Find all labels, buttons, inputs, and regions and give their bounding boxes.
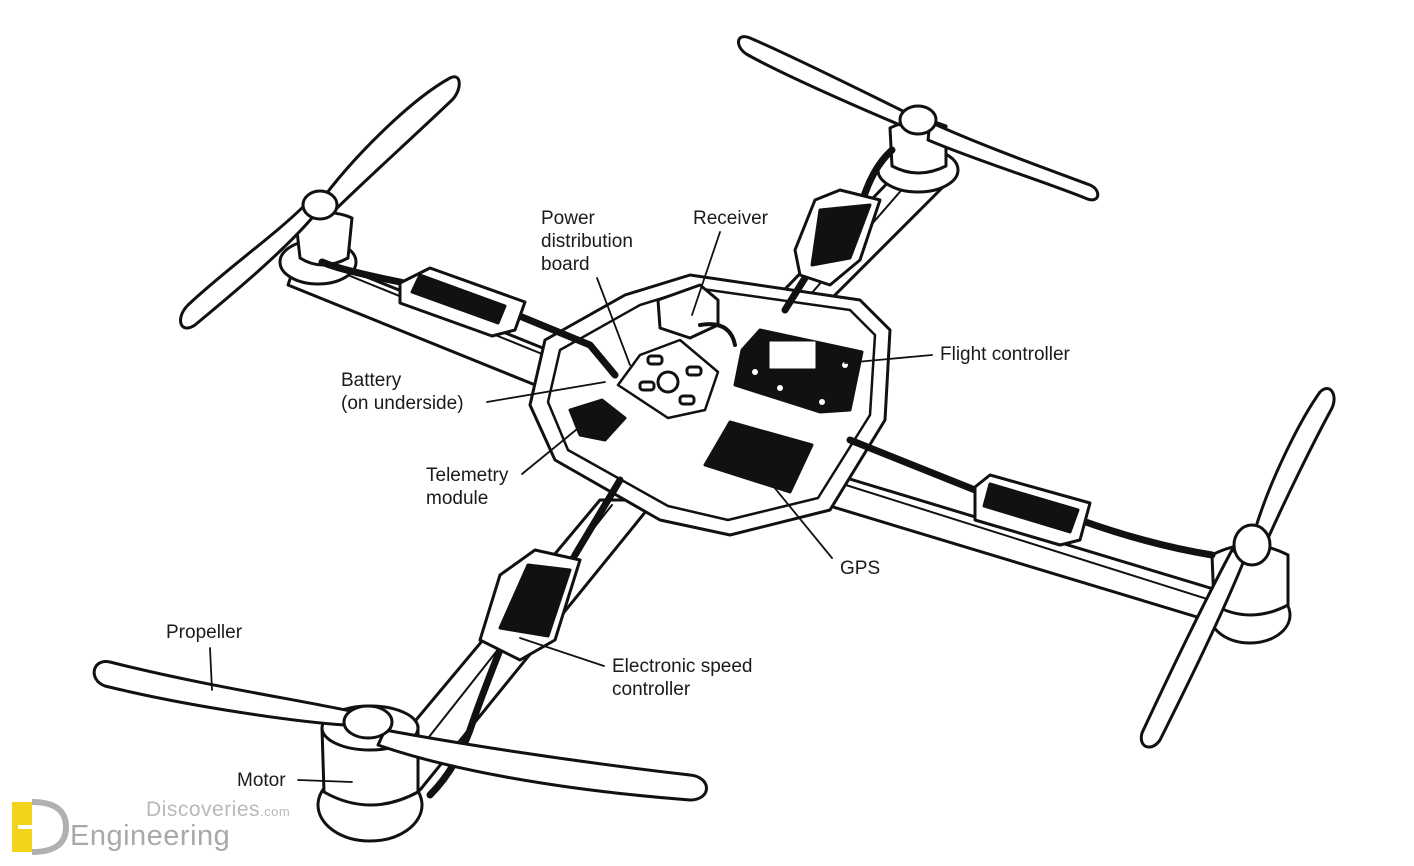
label-line: (on underside) <box>341 393 464 414</box>
label-receiver: Receiver <box>693 208 768 229</box>
logo-mark-icon <box>12 799 70 855</box>
label-line: Telemetry <box>426 465 509 486</box>
label-line: Power <box>541 208 595 229</box>
esc-left <box>398 266 527 338</box>
propeller-front <box>92 660 708 802</box>
leader-lines <box>209 231 933 783</box>
propeller-back <box>737 35 1100 202</box>
label-propeller: Propeller <box>166 622 243 643</box>
logo-line1: Discoveries <box>146 798 261 821</box>
label-electronic-speed-controller: Electronic speed controller <box>612 655 752 701</box>
esc-back <box>793 188 882 287</box>
label-telemetry-module: Telemetry module <box>426 464 508 510</box>
label-line: Battery <box>341 370 402 391</box>
logo-text-top: Discoveries.com <box>146 798 290 822</box>
propeller-right <box>1139 386 1336 749</box>
label-line: distribution <box>541 231 633 252</box>
logo-line1-suffix: .com <box>260 804 291 819</box>
label-line: board <box>541 254 590 275</box>
logo-text-bottom: Engineering <box>70 820 231 852</box>
label-line: Electronic speed <box>612 656 753 677</box>
esc-right <box>973 473 1092 547</box>
label-motor: Motor <box>237 770 286 791</box>
label-battery: Battery (on underside) <box>341 369 464 415</box>
power-distribution-board <box>616 338 720 420</box>
receiver-unit <box>656 283 737 347</box>
watermark-logo: Discoveries.com Engineering <box>8 796 308 860</box>
label-line: controller <box>612 679 691 700</box>
esc-front <box>478 548 582 662</box>
label-flight-controller: Flight controller <box>940 344 1070 365</box>
label-power-distribution-board: Power distribution board <box>541 207 633 276</box>
label-line: module <box>426 488 489 509</box>
label-gps: GPS <box>840 558 881 579</box>
telemetry-unit <box>568 398 627 442</box>
gps-unit <box>703 420 814 494</box>
flight-controller-board <box>733 328 864 414</box>
propeller-left <box>179 75 461 330</box>
